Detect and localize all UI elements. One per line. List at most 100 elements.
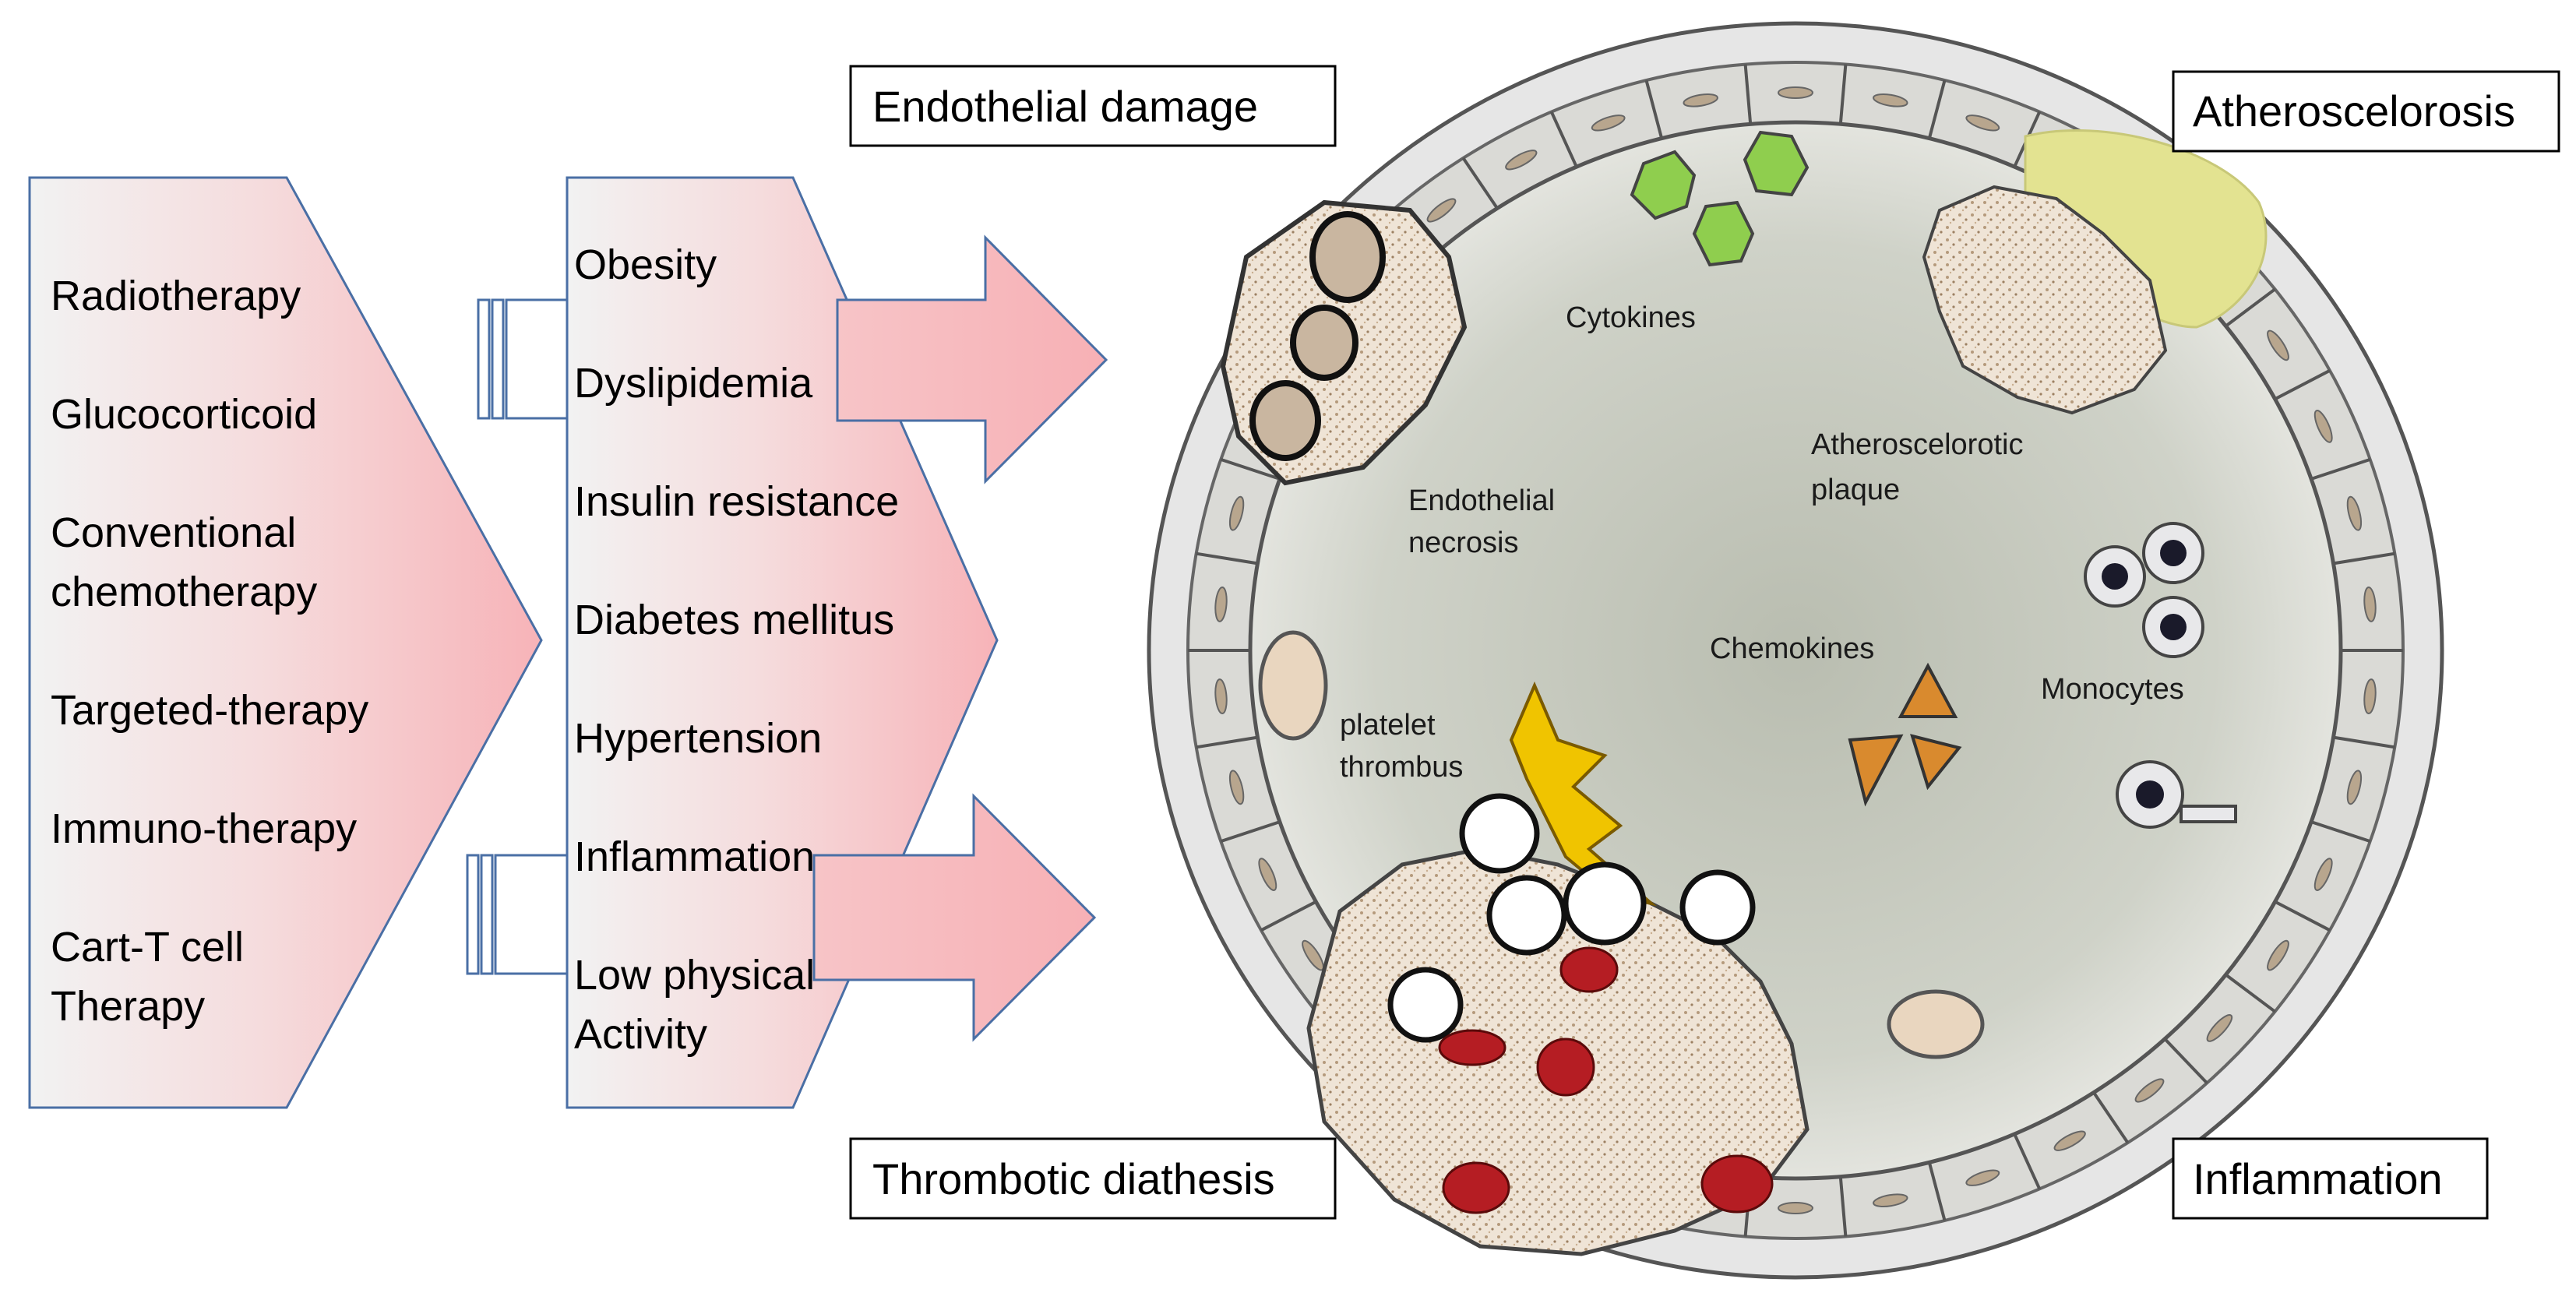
necrotic-nucleus-3: [1249, 380, 1321, 461]
red-cell-3: [1536, 1038, 1595, 1097]
chemokine-1: [1898, 662, 1958, 718]
endothelial-cell-divider: [2163, 1038, 2208, 1084]
endothelial-cell-divider: [2333, 735, 2395, 749]
necrotic-nucleus-1: [1309, 211, 1386, 303]
necrotic-nucleus-2: [1290, 305, 1358, 381]
endothelial-cell-nucleus: [1778, 86, 1813, 99]
thrombotic-diathesis-box: Thrombotic diathesis: [849, 1137, 1337, 1220]
cause-item-3: Conventional chemotherapy: [51, 509, 317, 615]
arrow-to-endothelial-damage: [836, 234, 1108, 484]
endothelial-cell-nucleus: [1214, 586, 1228, 622]
endothelial-damage-box: Endothelial damage: [849, 65, 1337, 147]
endothelial-cell-nucleus: [2363, 586, 2377, 622]
endothelial-cell-nucleus: [1778, 1202, 1813, 1214]
endothelial-cell-divider: [2274, 368, 2331, 401]
endothelial-cell-divider: [1220, 820, 1281, 843]
endothelial-cell-divider: [1927, 79, 1947, 139]
cause-item-5: Immuno-therapy: [51, 805, 357, 852]
chemokines-group: [1848, 662, 1962, 807]
red-blood-cells-group: [1438, 946, 1774, 1214]
leukocyte-1: [1459, 793, 1540, 874]
label-cytokines: Cytokines: [1566, 301, 1696, 334]
leukocyte-2: [1486, 875, 1567, 956]
cause-item-4-line-1: Targeted-therapy: [51, 687, 368, 734]
monocyte-diapedesis: [2180, 805, 2237, 823]
monocytes-group: [2084, 522, 2237, 829]
endothelial-cell-nucleus: [1258, 858, 1277, 891]
cause-item-4: Targeted-therapy: [51, 687, 368, 734]
endothelial-cell-nucleus: [2313, 858, 2333, 891]
endothelial-cell-divider: [2310, 820, 2371, 843]
cytokine-3: [1692, 200, 1755, 267]
inflammation-label: Inflammation: [2193, 1154, 2443, 1203]
thrombotic-diathesis-label: Thrombotic diathesis: [872, 1154, 1275, 1203]
cytokine-2: [1743, 130, 1810, 197]
endothelial-cell-nucleus: [1228, 495, 1245, 531]
risk-factor-item-7-line-2: Activity: [574, 1011, 707, 1058]
endothelial-cell-nucleus: [2346, 770, 2363, 805]
risk-factor-item-4: Diabetes mellitus: [574, 597, 894, 643]
chemokine-3: [1910, 734, 1962, 791]
red-cell-1: [1559, 946, 1619, 993]
risk-factor-item-3-line-1: Insulin resistance: [574, 478, 899, 525]
endothelial-cell-nucleus: [1228, 770, 1245, 805]
risk-factor-item-5: Hypertension: [574, 715, 822, 762]
risk-factor-item-6-line-1: Inflammation: [574, 833, 815, 880]
risk-factor-item-7-line-1: Low physical: [574, 952, 815, 999]
endothelial-damage-label: Endothelial damage: [872, 82, 1258, 131]
endothelial-cell-divider: [1743, 64, 1753, 125]
endothelial-cell-divider: [1838, 1176, 1848, 1237]
cause-item-3-line-2: chemotherapy: [51, 569, 317, 615]
endothelial-cell-nucleus: [1873, 93, 1908, 107]
endothelial-cell-divider: [1461, 157, 1499, 210]
monocyte-2-nucleus: [2160, 540, 2187, 566]
endothelial-cell-divider: [1260, 900, 1317, 932]
endothelial-cell-nucleus: [1683, 93, 1718, 107]
connector-bars-top: [477, 298, 570, 420]
cause-item-6-line-2: Therapy: [51, 983, 205, 1030]
endothelial-cell-divider: [1644, 79, 1664, 139]
endothelial-cell-nucleus: [2206, 1014, 2233, 1042]
endothelial-cell-divider: [1196, 735, 1258, 749]
monocyte-4-nucleus: [2136, 780, 2164, 809]
monocyte-1-nucleus: [2102, 563, 2128, 590]
leukocyte-5: [1387, 967, 1464, 1043]
endothelial-cell-nucleus: [2267, 329, 2289, 361]
atherosclerosis-box: Atheroscelorosis: [2172, 70, 2560, 153]
endothelial-cell-nucleus: [2363, 678, 2377, 715]
risk-factor-item-5-line-1: Hypertension: [574, 715, 822, 762]
risk-factor-item-2: Dyslipidemia: [574, 360, 813, 407]
risk-factor-item-3: Insulin resistance: [574, 478, 899, 525]
arrow-to-thrombotic-diathesis: [812, 793, 1097, 1042]
cause-item-3-line-1: Conventional: [51, 509, 296, 556]
endothelial-cell-nucleus: [1505, 150, 1538, 171]
endothelial-cell-divider: [1196, 551, 1258, 565]
endothelial-cell-divider: [2092, 1091, 2130, 1144]
cytokines-group: [1630, 130, 1810, 267]
leukocyte-4: [1679, 869, 1756, 946]
risk-factor-item-4-line-1: Diabetes mellitus: [574, 597, 894, 643]
endothelial-cell-divider: [1838, 64, 1848, 125]
connector-bars-bottom: [466, 854, 570, 975]
vessel-labels: Cytokines Endothelial necrosis Atherosce…: [1340, 301, 2184, 784]
endothelial-cell-nucleus: [2053, 1130, 2086, 1151]
endothelial-cell-nucleus: [1965, 114, 2000, 132]
causes-chevron-shape: [28, 176, 543, 1109]
cytokine-1: [1630, 150, 1697, 220]
endothelial-cell-divider: [2310, 458, 2371, 481]
risk-factor-item-6: Inflammation: [574, 833, 815, 880]
cause-item-5-line-1: Immuno-therapy: [51, 805, 357, 852]
endothelial-cell-divider: [1220, 458, 1281, 481]
endothelial-cell-divider: [1927, 1161, 1947, 1221]
risk-factor-item-2-line-1: Dyslipidemia: [574, 360, 813, 407]
cause-item-1: Radiotherapy: [51, 273, 301, 319]
leukocytes-group: [1387, 793, 1756, 1043]
label-monocytes: Monocytes: [2041, 673, 2184, 706]
foam-cell-left: [1258, 630, 1328, 741]
cause-item-1-line-1: Radiotherapy: [51, 273, 301, 319]
